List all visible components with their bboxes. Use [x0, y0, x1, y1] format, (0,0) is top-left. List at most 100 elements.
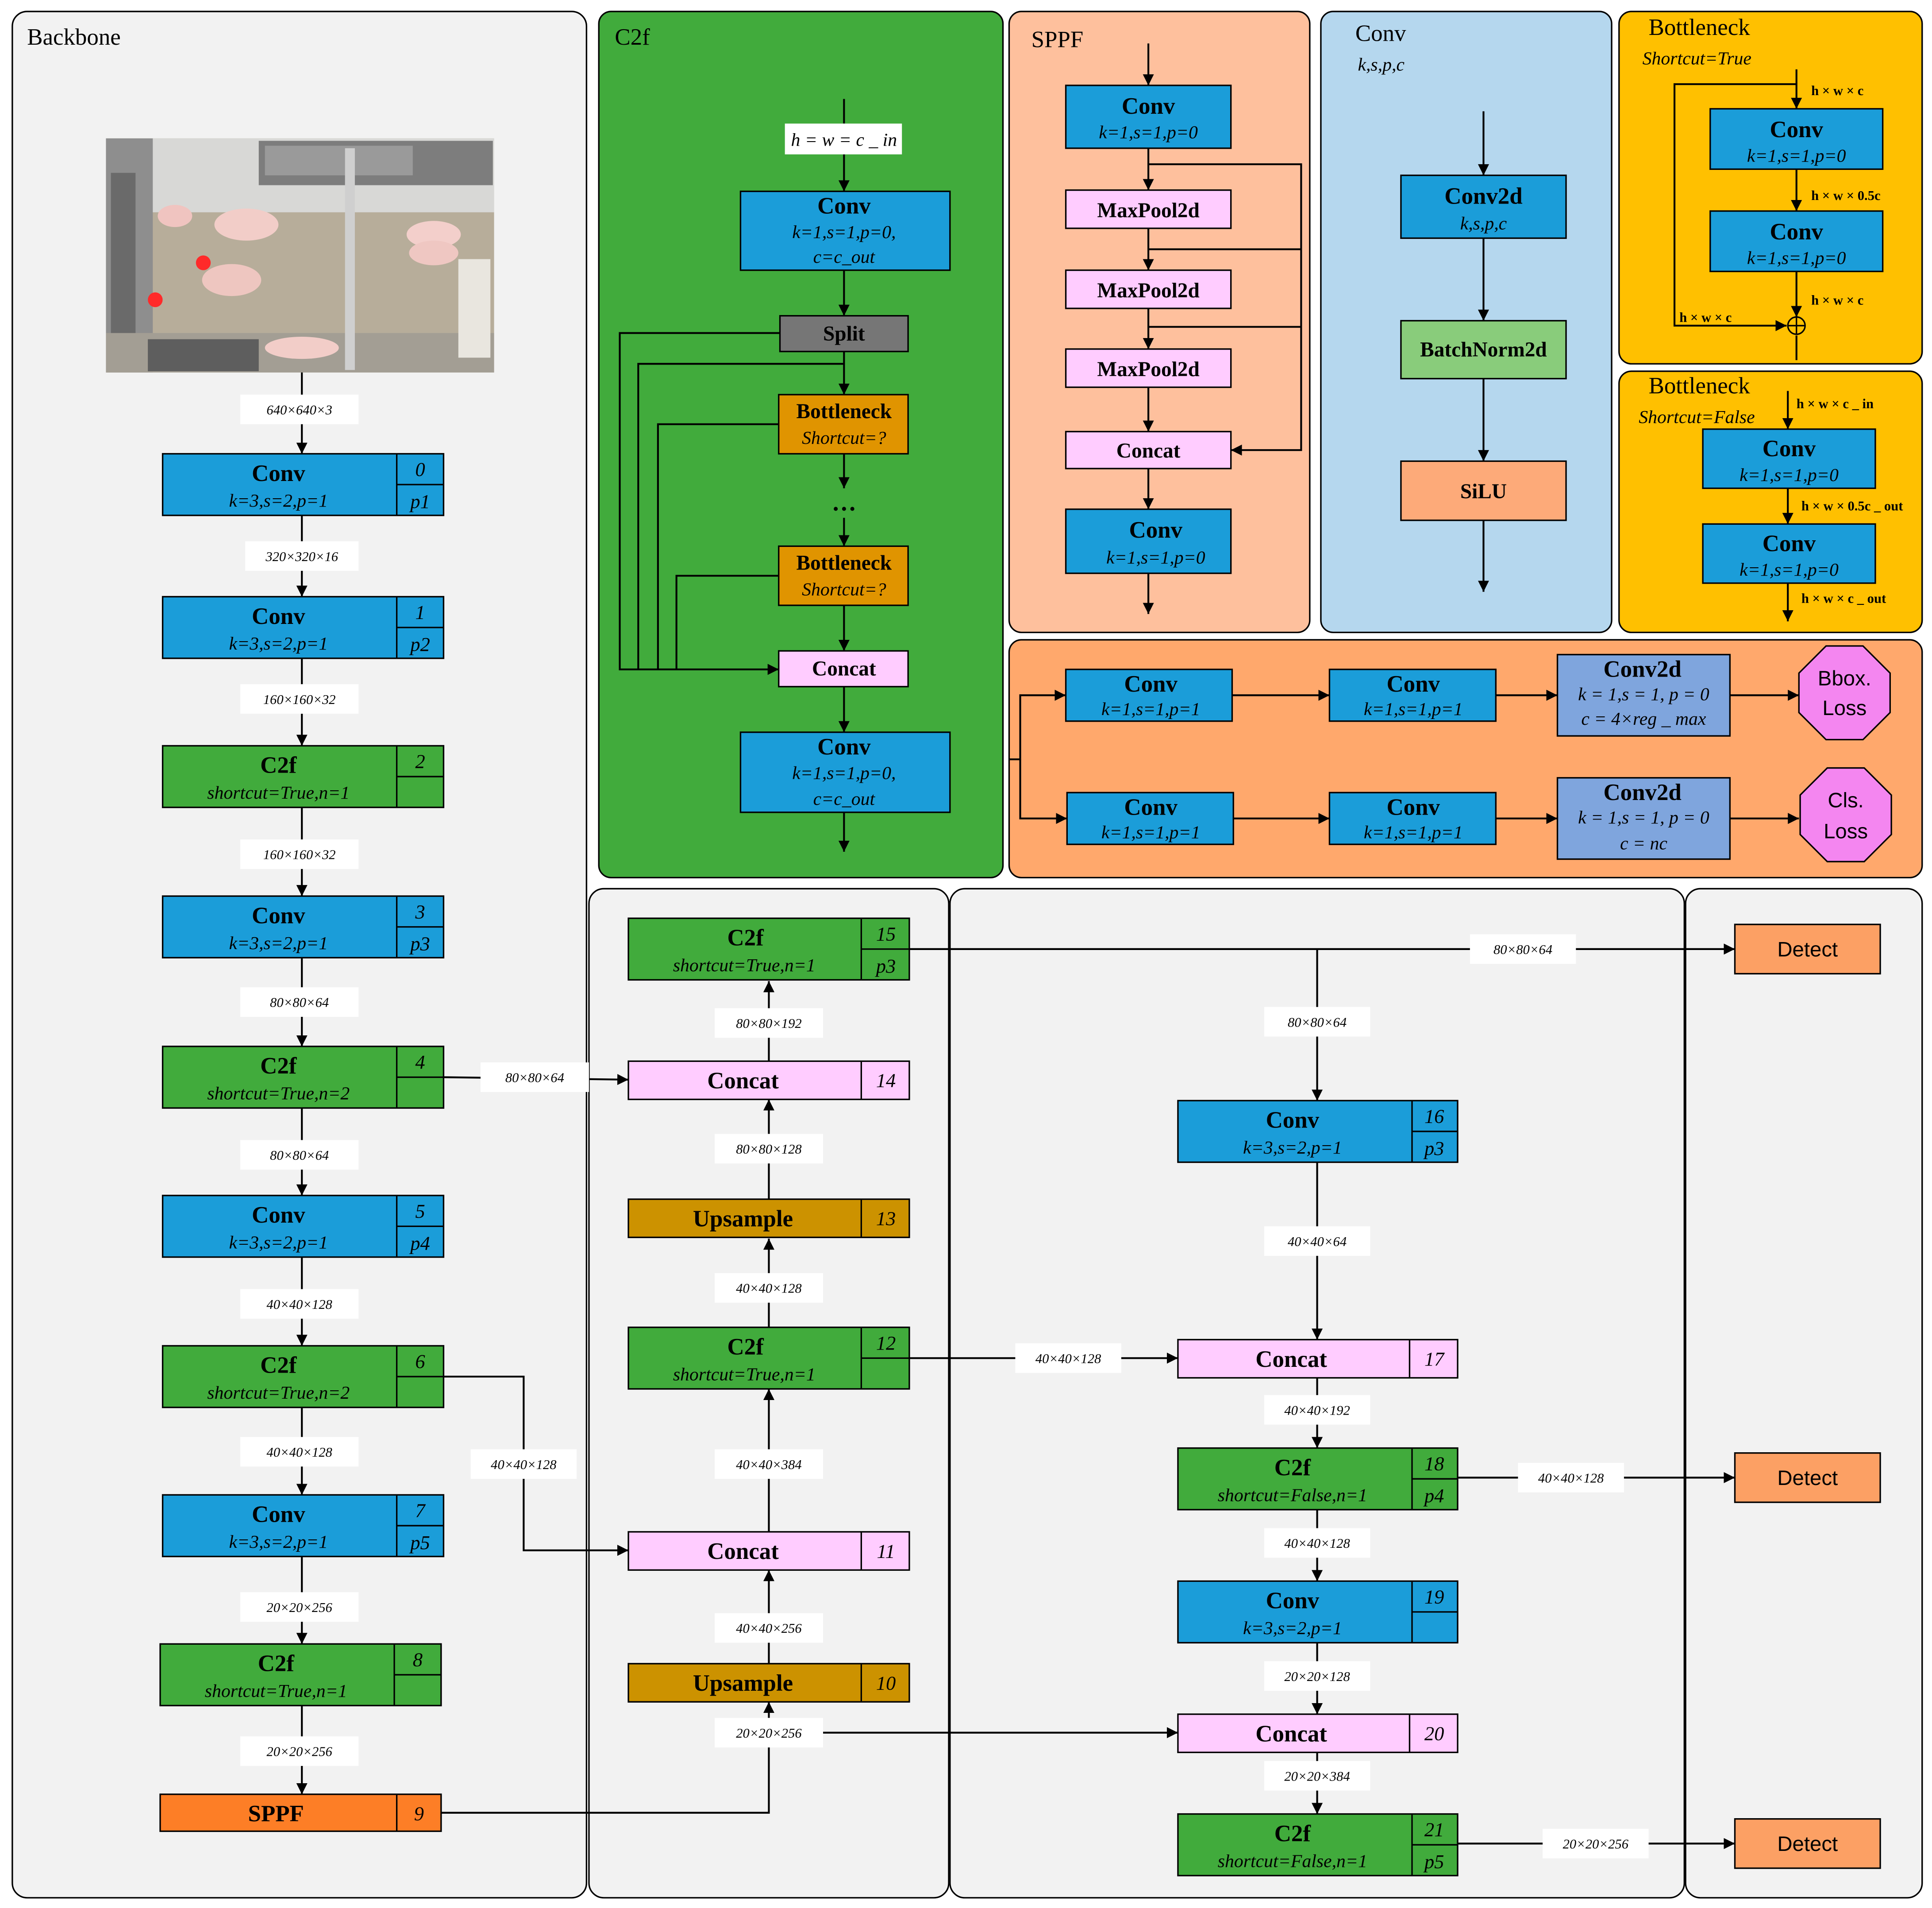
c2f-title: C2f [615, 24, 650, 50]
shape-label: 20×20×256 [240, 1736, 359, 1766]
sppf-conv2-param: k=1,s=1,p=0 [1106, 547, 1205, 568]
bt-conv1-box[interactable] [1709, 108, 1884, 170]
c2f-conv1-box[interactable] [739, 190, 951, 271]
layer-8[interactable] [159, 1643, 442, 1707]
sppf-concat-box[interactable] [1065, 431, 1232, 469]
svg-text:80×80×64: 80×80×64 [270, 995, 329, 1010]
head-convC-param: k=1,s=1,p=1 [1101, 822, 1201, 842]
layer-4-title: C2f [260, 1053, 297, 1079]
layer-2[interactable] [162, 745, 445, 808]
svg-text:20×20×128: 20×20×128 [1284, 1669, 1350, 1684]
head-conv2d-cls-box[interactable] [1556, 777, 1731, 860]
detect-box-3[interactable] [1734, 1818, 1881, 1869]
sppf-pool3-box[interactable] [1065, 348, 1232, 388]
layer-5-tag: p4 [409, 1232, 430, 1254]
shape-label: 160×160×32 [240, 684, 359, 714]
head-convC-box[interactable] [1066, 792, 1234, 845]
layer-6[interactable] [162, 1345, 445, 1408]
shape-label: 80×80×64 [1470, 934, 1576, 964]
layer-7-title: Conv [252, 1502, 305, 1527]
bf-out-label: h × w × c _ out [1801, 591, 1886, 606]
svg-text:80×80×64: 80×80×64 [1493, 942, 1552, 957]
layer-3[interactable] [162, 895, 445, 959]
detect-box-1[interactable] [1734, 923, 1881, 975]
head-conv2d-bbox-box[interactable] [1556, 654, 1731, 737]
layer-10[interactable] [627, 1663, 910, 1703]
head-convB-box[interactable] [1328, 669, 1497, 722]
layer-18[interactable] [1177, 1447, 1459, 1511]
c2f-conv1-line1: k=1,s=1,p=0, [792, 222, 896, 242]
shape-label: 40×40×128 [1015, 1343, 1121, 1373]
layer-4-param: shortcut=True,n=2 [207, 1084, 350, 1104]
layer-9[interactable] [159, 1793, 442, 1832]
layer-12-index: 12 [876, 1332, 896, 1354]
layer-20[interactable] [1177, 1713, 1459, 1753]
c2f-bottleneck1-box[interactable] [778, 394, 909, 455]
sppf-conv2-box[interactable] [1065, 508, 1232, 574]
bbox-loss-line2: Loss [1822, 696, 1867, 720]
conv-detail-boxes [1400, 174, 1567, 521]
layer-17-title: Concat [1255, 1346, 1327, 1372]
layer-19[interactable] [1177, 1580, 1459, 1644]
bf-conv2-box[interactable] [1702, 523, 1876, 584]
layer-4[interactable] [162, 1046, 445, 1109]
shape-label: 40×40×128 [470, 1449, 577, 1479]
shape-label: 20×20×256 [240, 1592, 359, 1622]
layer-18-tag: p4 [1423, 1485, 1444, 1507]
layer-7[interactable] [162, 1494, 445, 1558]
bt-conv2-param: k=1,s=1,p=0 [1747, 248, 1846, 269]
bbox-loss-octagon[interactable] [1798, 645, 1891, 741]
layer-11[interactable] [627, 1531, 910, 1571]
cls-loss-octagon[interactable] [1799, 767, 1892, 862]
layer-0[interactable] [162, 453, 445, 516]
svg-text:40×40×384: 40×40×384 [736, 1457, 801, 1472]
layer-12[interactable] [627, 1327, 910, 1390]
layer-16-index: 16 [1424, 1105, 1444, 1127]
bt-skip-label: h × w × c [1679, 310, 1732, 325]
head-convA-box[interactable] [1065, 669, 1233, 722]
head-convD-box[interactable] [1328, 792, 1497, 845]
layer-2-param: shortcut=True,n=1 [207, 783, 350, 803]
batchnorm-box[interactable] [1400, 320, 1567, 380]
svg-text:40×40×128: 40×40×128 [266, 1445, 332, 1460]
layer-0-tag: p1 [409, 490, 430, 512]
c2f-bottleneck2-box[interactable] [778, 545, 909, 606]
bottleneck-false-subtitle: Shortcut=False [1639, 407, 1755, 427]
shape-label: 40×40×128 [714, 1273, 824, 1303]
layer-1-tag: p2 [409, 633, 430, 655]
svg-text:40×40×128: 40×40×128 [491, 1457, 556, 1472]
conv2d-box[interactable] [1400, 174, 1567, 239]
sppf-pool1-box[interactable] [1065, 189, 1232, 229]
layer-5[interactable] [162, 1195, 445, 1258]
layer-21-title: C2f [1274, 1821, 1312, 1846]
layer-18-title: C2f [1274, 1455, 1312, 1481]
layer-21[interactable] [1177, 1813, 1459, 1877]
layer-2-title: C2f [260, 753, 297, 778]
layer-17[interactable] [1177, 1339, 1459, 1379]
cls-loss-line1: Cls. [1828, 789, 1864, 812]
layer-14[interactable] [627, 1060, 910, 1100]
detect-box-2[interactable] [1734, 1452, 1881, 1503]
layer-10-index: 10 [876, 1672, 896, 1694]
c2f-concat-box[interactable] [778, 650, 909, 688]
bt-conv2-box[interactable] [1709, 210, 1884, 273]
sppf-pool2-box[interactable] [1065, 269, 1232, 309]
head-conv2d-cls-title: Conv2d [1603, 780, 1681, 805]
layer-1[interactable] [162, 596, 445, 659]
silu-box[interactable] [1400, 460, 1567, 521]
c2f-conv2-box[interactable] [739, 731, 951, 813]
layer-3-param: k=3,s=2,p=1 [229, 933, 328, 954]
sppf-conv1-box[interactable] [1065, 85, 1232, 149]
svg-text:640×640×3: 640×640×3 [266, 402, 332, 417]
layer-15[interactable] [627, 917, 910, 981]
bf-conv1-box[interactable] [1702, 428, 1876, 489]
layer-13[interactable] [627, 1198, 910, 1239]
layer-16-title: Conv [1266, 1108, 1320, 1133]
neck-blocks [627, 917, 1881, 1877]
shape-label: 20×20×384 [1264, 1761, 1370, 1791]
layer-10-title: Upsample [693, 1670, 793, 1696]
c2f-split-box[interactable] [779, 315, 909, 353]
layer-16[interactable] [1177, 1100, 1459, 1163]
layer-20-title: Concat [1255, 1721, 1327, 1746]
svg-text:40×40×128: 40×40×128 [1035, 1351, 1101, 1366]
